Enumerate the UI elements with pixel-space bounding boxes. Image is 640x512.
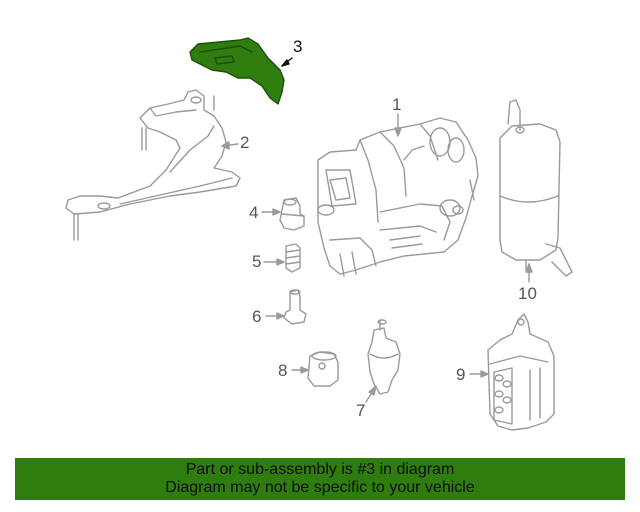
callout-9-leader xyxy=(469,370,489,378)
callout-4-leader xyxy=(261,208,281,216)
callout-3-leader xyxy=(281,57,293,67)
part-8-damper[interactable] xyxy=(307,351,339,387)
info-banner: Part or sub-assembly is #3 in diagram Di… xyxy=(15,458,625,500)
callout-label-6[interactable]: 6 xyxy=(252,307,262,326)
part-5-spring[interactable] xyxy=(285,243,301,273)
part-2-mounting-bracket[interactable] xyxy=(65,89,241,241)
callout-10-leader xyxy=(525,263,533,283)
callout-8-leader xyxy=(291,366,309,374)
callout-label-2[interactable]: 2 xyxy=(240,133,250,152)
banner-line-disclaimer: Diagram may not be specific to your vehi… xyxy=(165,479,475,496)
callout-label-1[interactable]: 1 xyxy=(392,95,402,114)
part-1-air-compressor[interactable] xyxy=(317,117,479,277)
callout-7-leader xyxy=(365,385,377,403)
callout-label-3-highlighted[interactable]: 3 xyxy=(293,37,303,56)
callout-label-7[interactable]: 7 xyxy=(356,401,366,420)
callout-label-5[interactable]: 5 xyxy=(252,252,262,271)
callout-label-4[interactable]: 4 xyxy=(249,203,259,222)
callout-label-9[interactable]: 9 xyxy=(456,365,466,384)
callout-label-8[interactable]: 8 xyxy=(278,361,288,380)
part-4-grommet[interactable] xyxy=(279,197,305,231)
callout-label-10[interactable]: 10 xyxy=(518,284,537,303)
callout-2-leader xyxy=(221,141,239,150)
part-9-valve-block[interactable] xyxy=(487,313,555,431)
part-6-mount-pin[interactable] xyxy=(283,289,307,325)
part-10-air-reservoir[interactable] xyxy=(499,99,573,277)
callout-6-leader xyxy=(265,312,285,320)
callout-1-leader xyxy=(394,113,402,137)
parts-diagram xyxy=(65,37,573,431)
part-3-cover-bracket[interactable] xyxy=(189,37,285,105)
part-7-filter[interactable] xyxy=(367,319,401,395)
banner-line-part-info: Part or sub-assembly is #3 in diagram xyxy=(185,461,455,478)
callout-5-leader xyxy=(263,258,285,266)
